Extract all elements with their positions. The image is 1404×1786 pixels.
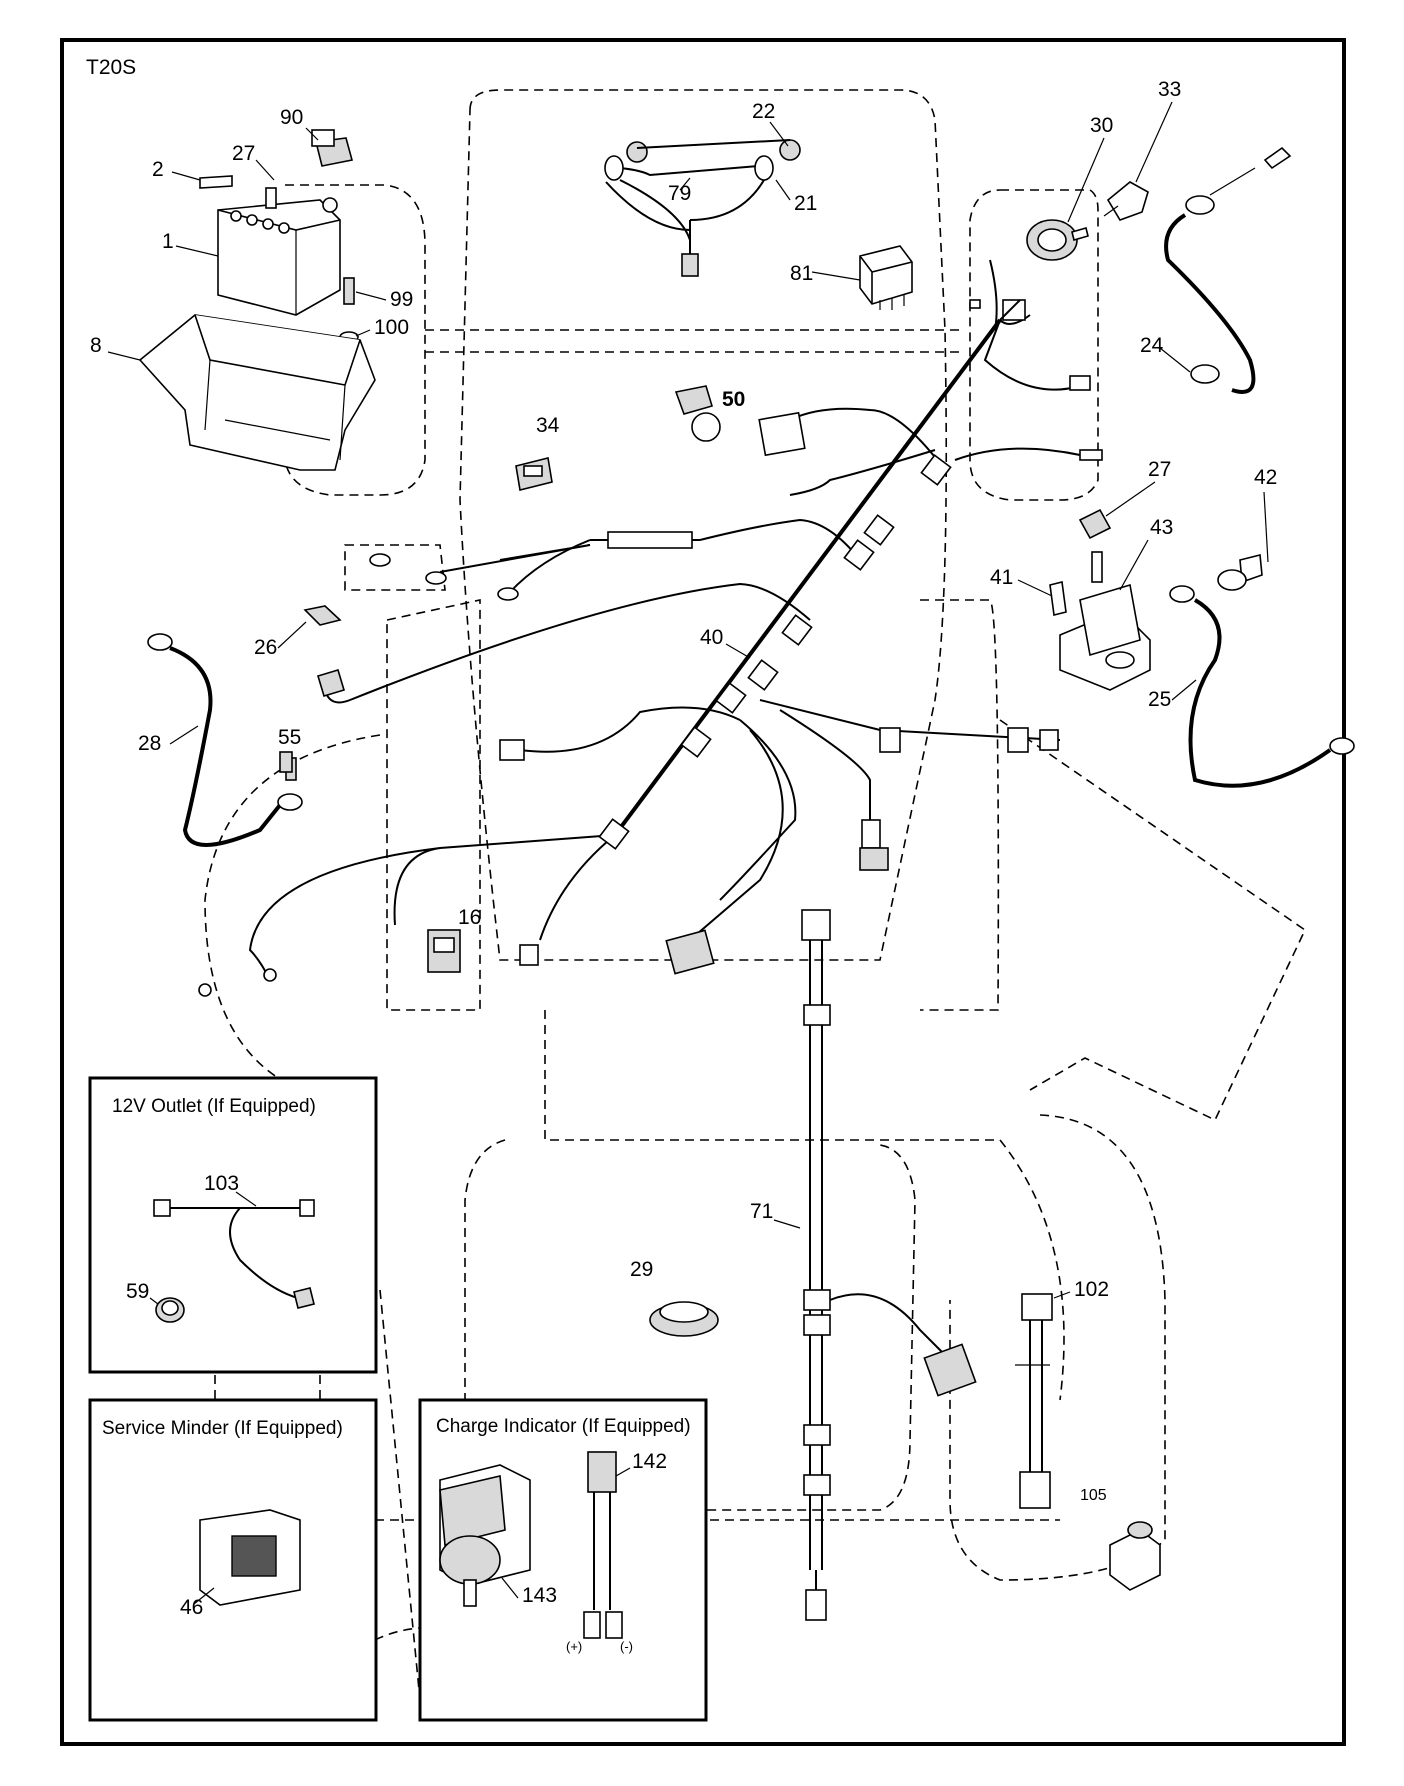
- part-number-46: 46: [180, 1596, 203, 1619]
- part-number-99: 99: [390, 288, 413, 311]
- callout-leader: [255, 159, 275, 181]
- part-number-2: 2: [152, 158, 164, 181]
- callout-leader: [355, 291, 387, 301]
- callout-leader: [193, 1587, 215, 1605]
- part-number-22: 22: [752, 100, 775, 123]
- connector-16: [427, 929, 461, 973]
- main-wire-harness: [198, 259, 1103, 997]
- callout-leader: [1067, 137, 1105, 223]
- callout-leader: [1053, 1291, 1071, 1299]
- part-number-30: 30: [1090, 114, 1113, 137]
- part-number-105: 105: [1080, 1487, 1107, 1504]
- part-number-34: 34: [536, 414, 560, 437]
- rocker-switch: [515, 457, 553, 491]
- part-105: [1109, 1521, 1161, 1591]
- callout-leader: [1119, 539, 1149, 591]
- ignition-key: [1103, 181, 1149, 221]
- part-number-26: 26: [254, 636, 277, 659]
- callout-leader: [171, 171, 201, 181]
- part-number-50: 50: [722, 388, 745, 411]
- hold-down-bolt: [343, 277, 355, 305]
- part-number-1: 1: [162, 230, 174, 253]
- minus-terminal-label: (-): [620, 1639, 633, 1654]
- callout-leader: [169, 725, 199, 745]
- callout-leader: [773, 1219, 801, 1229]
- pto-switch: [674, 385, 721, 442]
- callout-leader: [679, 177, 691, 191]
- part-number-21: 21: [794, 192, 817, 215]
- positive-battery-cable: [1164, 146, 1292, 394]
- callout-leader: [1017, 579, 1053, 597]
- callout-leader: [775, 179, 791, 201]
- part-number-27: 27: [232, 142, 255, 165]
- callout-leader: [107, 351, 141, 361]
- part-number-29: 29: [630, 1258, 653, 1281]
- plus-terminal-label: (+): [566, 1639, 582, 1654]
- rear-harness: [801, 909, 977, 1621]
- starter-solenoid: [1049, 508, 1263, 691]
- callout-leader: [501, 1577, 519, 1599]
- inset-charge-indicator: Charge Indicator (If Equipped) (+) (-): [418, 1398, 708, 1722]
- part-number-100: 100: [374, 316, 409, 339]
- part-number-71: 71: [750, 1200, 773, 1223]
- part-number-16: 16: [458, 906, 481, 929]
- model-code: T20S: [86, 56, 136, 79]
- inset-charge-indicator-title: Charge Indicator (If Equipped): [436, 1416, 691, 1437]
- negative-battery-cable: [1169, 585, 1355, 788]
- callout-leader: [277, 621, 307, 649]
- part-number-90: 90: [280, 106, 303, 129]
- callout-leader: [1105, 481, 1156, 517]
- part-number-41: 41: [990, 566, 1013, 589]
- part-102: [1015, 1293, 1053, 1509]
- part-number-24: 24: [1140, 334, 1164, 357]
- battery-bolt: [199, 175, 233, 189]
- callout-leader: [355, 329, 371, 337]
- relay: [859, 245, 913, 310]
- callout-leader: [305, 127, 319, 141]
- callout-leader: [1159, 347, 1191, 373]
- callout-leader: [1263, 491, 1269, 563]
- outer-frame: [60, 38, 1346, 1746]
- callout-leader: [615, 1467, 631, 1477]
- callout-leader: [175, 245, 219, 257]
- part-number-33: 33: [1158, 78, 1181, 101]
- part-number-42: 42: [1254, 466, 1277, 489]
- part-number-40: 40: [700, 626, 723, 649]
- battery: [217, 199, 341, 316]
- callout-leader: [1135, 101, 1173, 183]
- part-29: [649, 1301, 719, 1337]
- part-number-25: 25: [1148, 688, 1171, 711]
- fuse: [303, 605, 342, 626]
- part-number-79: 79: [668, 182, 691, 205]
- headlight-harness: [604, 139, 801, 277]
- part-number-8: 8: [90, 334, 102, 357]
- callout-leader: [149, 1297, 159, 1305]
- inset-12v-outlet-title: 12V Outlet (If Equipped): [112, 1096, 316, 1117]
- part-number-142: 142: [632, 1450, 667, 1473]
- ignition-switch: [1026, 219, 1089, 261]
- part-number-55: 55: [278, 726, 301, 749]
- callout-leader: [1171, 679, 1197, 701]
- bolt-55: [279, 751, 293, 773]
- part-number-102: 102: [1074, 1278, 1109, 1301]
- part-number-143: 143: [522, 1584, 557, 1607]
- part-number-28: 28: [138, 732, 161, 755]
- inset-service-minder-title: Service Minder (If Equipped): [102, 1418, 343, 1439]
- terminal-cover-cap: [311, 129, 335, 147]
- callout-leader: [725, 643, 751, 659]
- part-number-81: 81: [790, 262, 813, 285]
- callout-leader: [811, 271, 861, 281]
- part-number-43: 43: [1150, 516, 1173, 539]
- callout-leader: [769, 121, 789, 147]
- part-callouts: 90 2 27 1 99 100 8 22 79 21 81 30 33 24 50 34 27 42 43 41 25…: [90, 78, 1277, 1619]
- part-number-103: 103: [204, 1172, 239, 1195]
- battery-group: [138, 129, 376, 471]
- callout-leader: [235, 1191, 257, 1207]
- part-number-59: 59: [126, 1280, 149, 1303]
- inset-service-minder: Service Minder (If Equipped): [88, 1398, 378, 1722]
- part-number-27: 27: [1148, 458, 1171, 481]
- inset-12v-outlet: 12V Outlet (If Equipped): [88, 1076, 378, 1374]
